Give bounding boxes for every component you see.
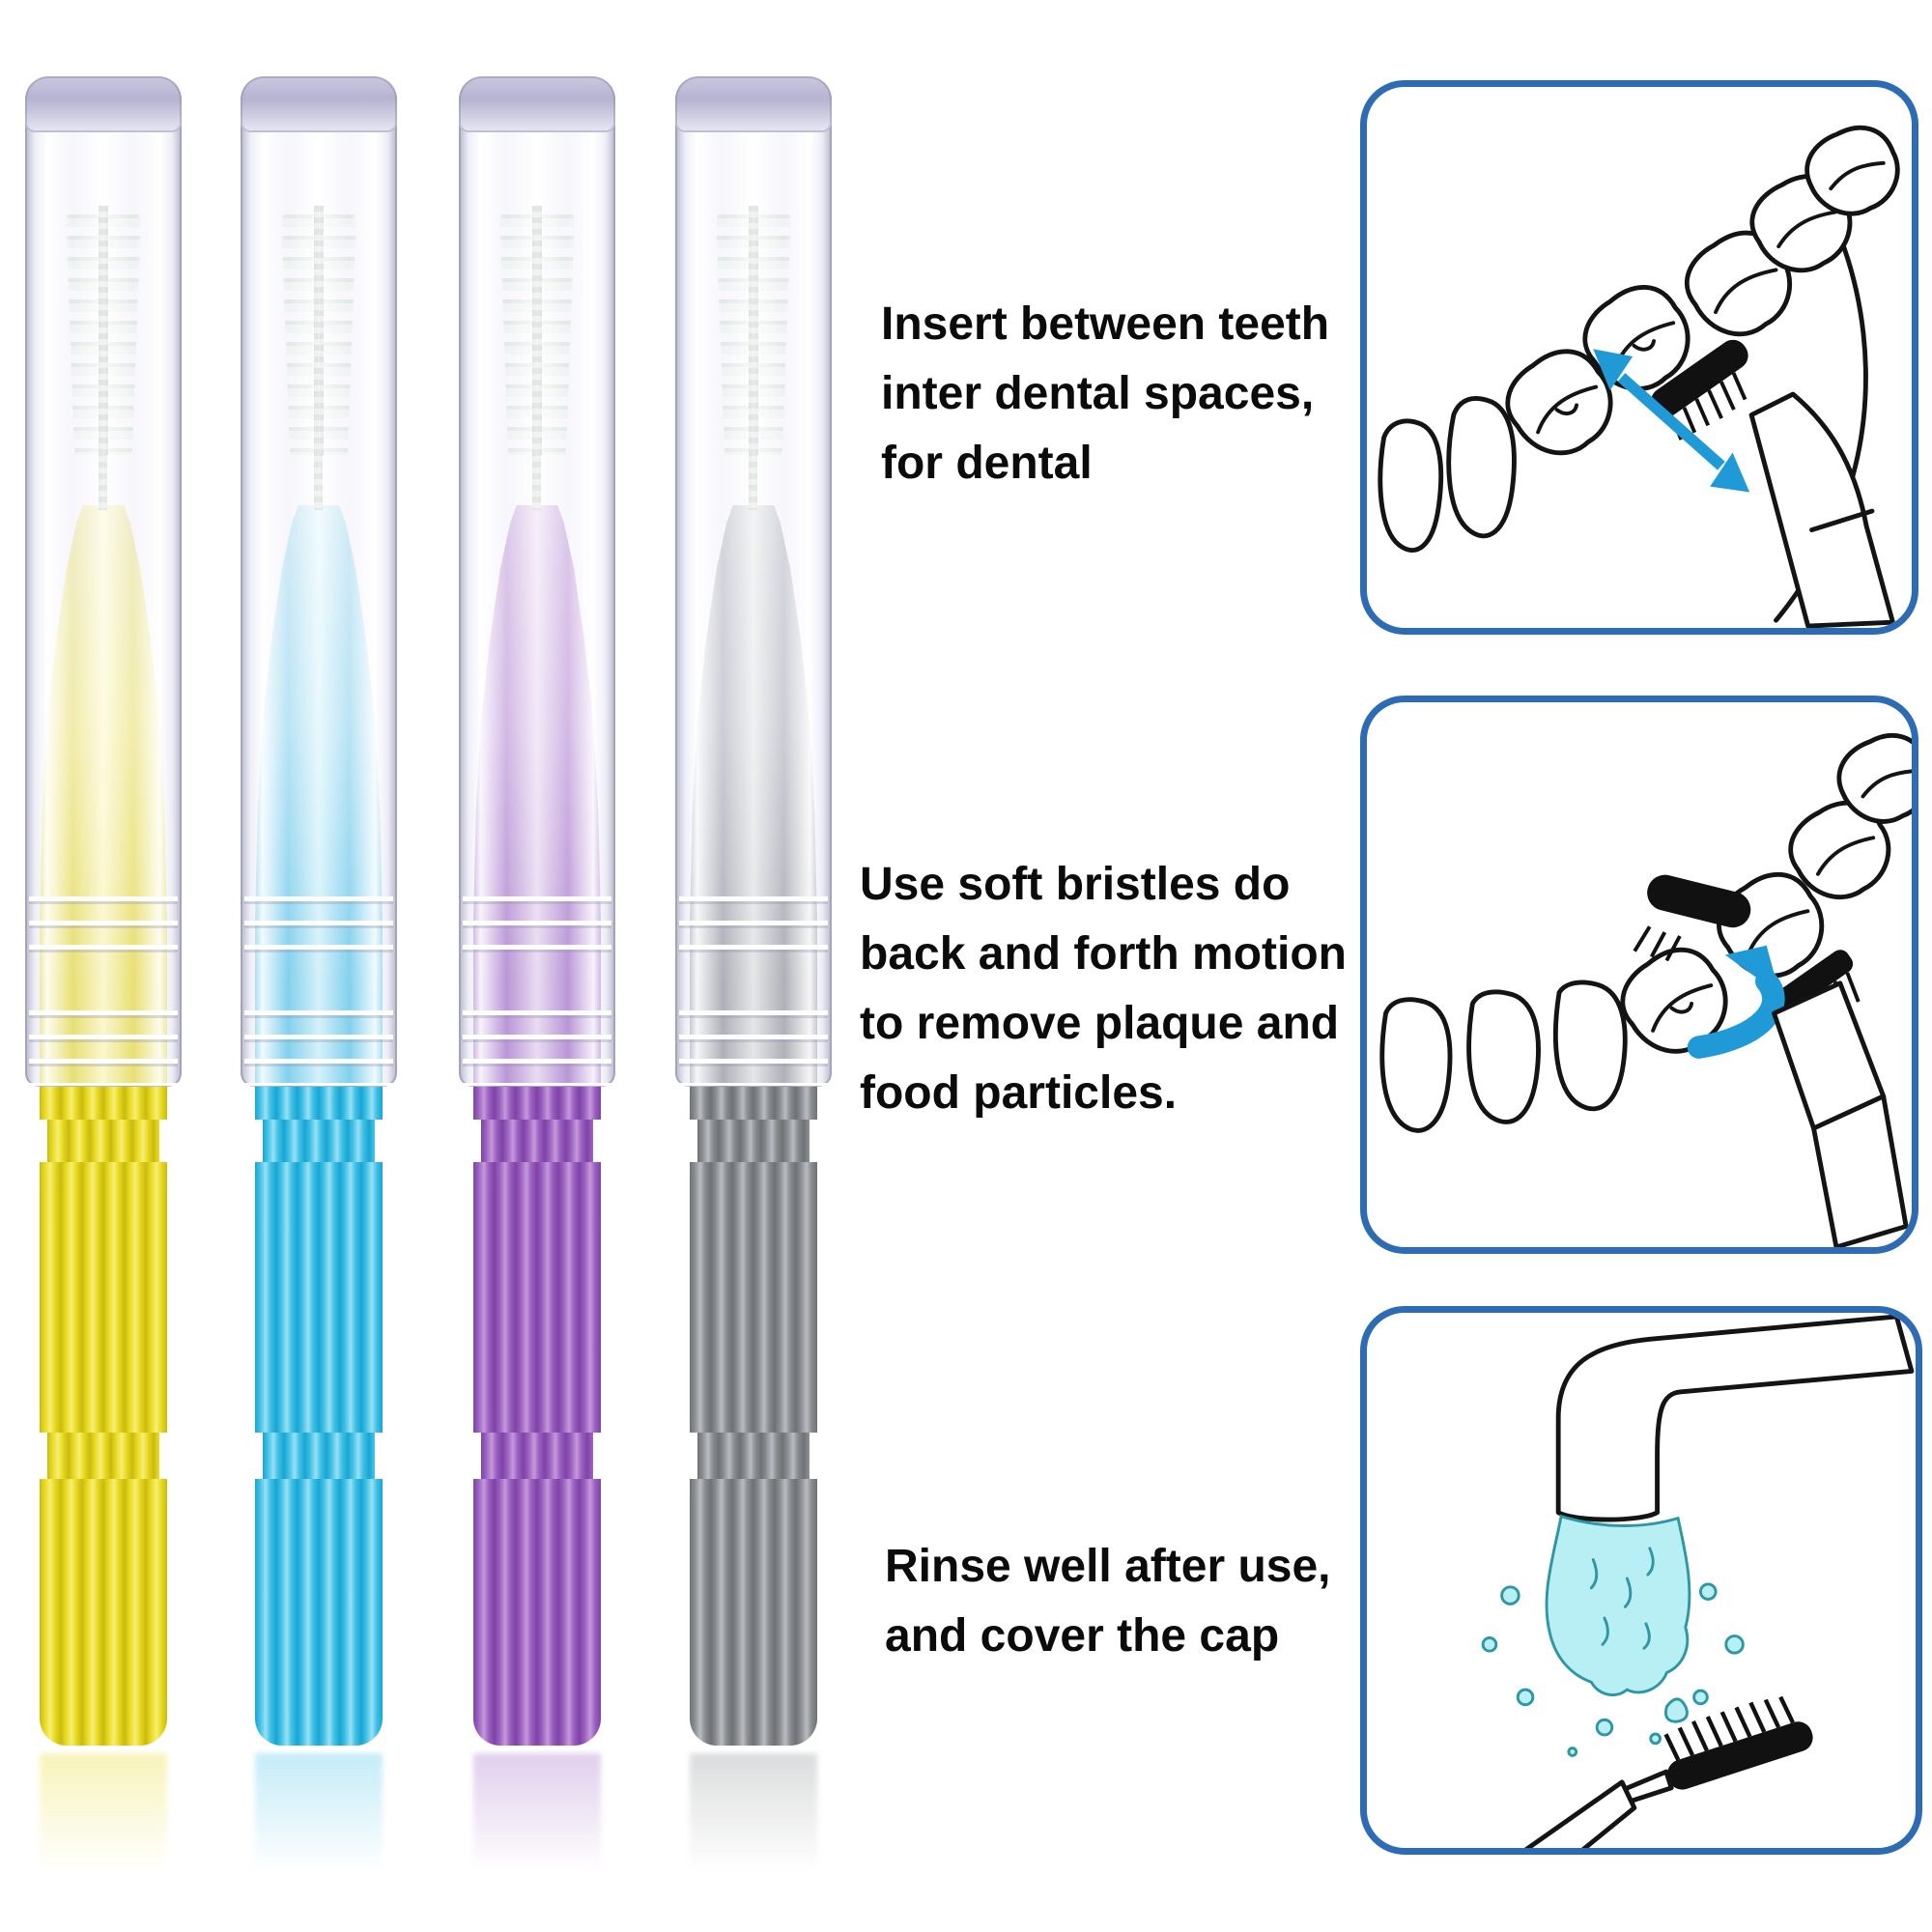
interdental-brush-blue bbox=[241, 0, 397, 1932]
brush-handle bbox=[40, 1479, 167, 1746]
brush-handle bbox=[40, 1162, 167, 1433]
cap-ribs bbox=[679, 1010, 828, 1086]
brush-handle bbox=[255, 1479, 383, 1746]
cap-ribs bbox=[29, 896, 178, 968]
brush-handle bbox=[697, 1433, 810, 1479]
brush-handle bbox=[473, 1479, 601, 1746]
brush-handle bbox=[255, 1162, 383, 1433]
teeth-motion-illustration bbox=[1379, 733, 1912, 1247]
brush-handle bbox=[690, 1087, 817, 1120]
teeth-insert-illustration bbox=[1378, 125, 1900, 628]
brush-handle bbox=[481, 1433, 593, 1479]
instruction-line: back and forth motion bbox=[860, 928, 1347, 980]
cap-ribs bbox=[679, 896, 828, 968]
handle-joint-line bbox=[1809, 508, 1875, 532]
instruction-line: food particles. bbox=[860, 1067, 1178, 1119]
tooth bbox=[1446, 396, 1517, 539]
interdental-brush-gray bbox=[675, 0, 832, 1932]
cap-top bbox=[241, 76, 397, 132]
illustration-panel-rinse bbox=[1360, 1306, 1922, 1855]
brush-handle bbox=[697, 1120, 810, 1162]
brush-grip-outline bbox=[1515, 1779, 1637, 1848]
cap-top bbox=[675, 76, 832, 132]
brush-handle bbox=[473, 1162, 601, 1433]
interdental-brush-head-icon bbox=[1633, 874, 1861, 1046]
back-forth-arrow-icon bbox=[1593, 349, 1750, 493]
tooth bbox=[1378, 418, 1444, 553]
instruction-line: Insert between teeth bbox=[881, 298, 1330, 350]
brush-handle-outline bbox=[1772, 980, 1909, 1247]
interdental-brush-yellow bbox=[25, 0, 182, 1932]
cap-ribs bbox=[463, 1010, 611, 1086]
brush-handle bbox=[690, 1479, 817, 1746]
instruction-line: and cover the cap bbox=[885, 1610, 1280, 1662]
faucet-icon bbox=[1555, 1314, 1915, 1522]
brush-reflection bbox=[690, 1753, 817, 1913]
cap-ribs bbox=[29, 1010, 178, 1086]
brush-handle bbox=[47, 1433, 159, 1479]
cap-top bbox=[459, 76, 615, 132]
illustration-panel-insert bbox=[1360, 80, 1918, 635]
interdental-brush-rinse-icon bbox=[1515, 1695, 1813, 1848]
brush-handle bbox=[481, 1120, 593, 1162]
instruction-line: inter dental spaces, bbox=[881, 368, 1315, 419]
brush-handle bbox=[255, 1087, 383, 1120]
cap-ribs bbox=[463, 896, 611, 968]
brush-handle bbox=[263, 1120, 375, 1162]
brush-handle bbox=[473, 1087, 601, 1120]
brush-handle bbox=[40, 1087, 167, 1120]
instruction-text-motion: Use soft bristles do back and forth moti… bbox=[860, 850, 1401, 1128]
brush-reflection bbox=[255, 1753, 383, 1913]
incisor-row bbox=[1379, 980, 1628, 1133]
brush-handle bbox=[690, 1162, 817, 1433]
instruction-text-rinse: Rinse well after use, and cover the cap bbox=[885, 1532, 1387, 1671]
brush-handle-outline bbox=[1748, 391, 1895, 628]
instruction-text-insert: Insert between teeth inter dental spaces… bbox=[881, 290, 1364, 498]
brush-reflection bbox=[473, 1753, 601, 1913]
brush-handle bbox=[47, 1120, 159, 1162]
brush-handle bbox=[263, 1433, 375, 1479]
interdental-brush-purple bbox=[459, 0, 615, 1932]
instruction-line: Rinse well after use, bbox=[885, 1541, 1331, 1592]
cap-ribs bbox=[244, 896, 393, 968]
instruction-line: to remove plaque and bbox=[860, 998, 1340, 1049]
molar-row bbox=[1505, 125, 1900, 456]
instruction-line: Use soft bristles do bbox=[860, 859, 1291, 910]
rotate-arrow-icon bbox=[1687, 945, 1785, 1059]
cap-ribs bbox=[244, 1010, 393, 1086]
rinse-illustration bbox=[1481, 1314, 1915, 1848]
brush-reflection bbox=[40, 1753, 167, 1913]
cap-top bbox=[25, 76, 182, 132]
illustration-panel-motion bbox=[1360, 696, 1918, 1254]
water-spray-icon bbox=[1481, 1514, 1745, 1757]
instruction-line: for dental bbox=[881, 438, 1093, 489]
